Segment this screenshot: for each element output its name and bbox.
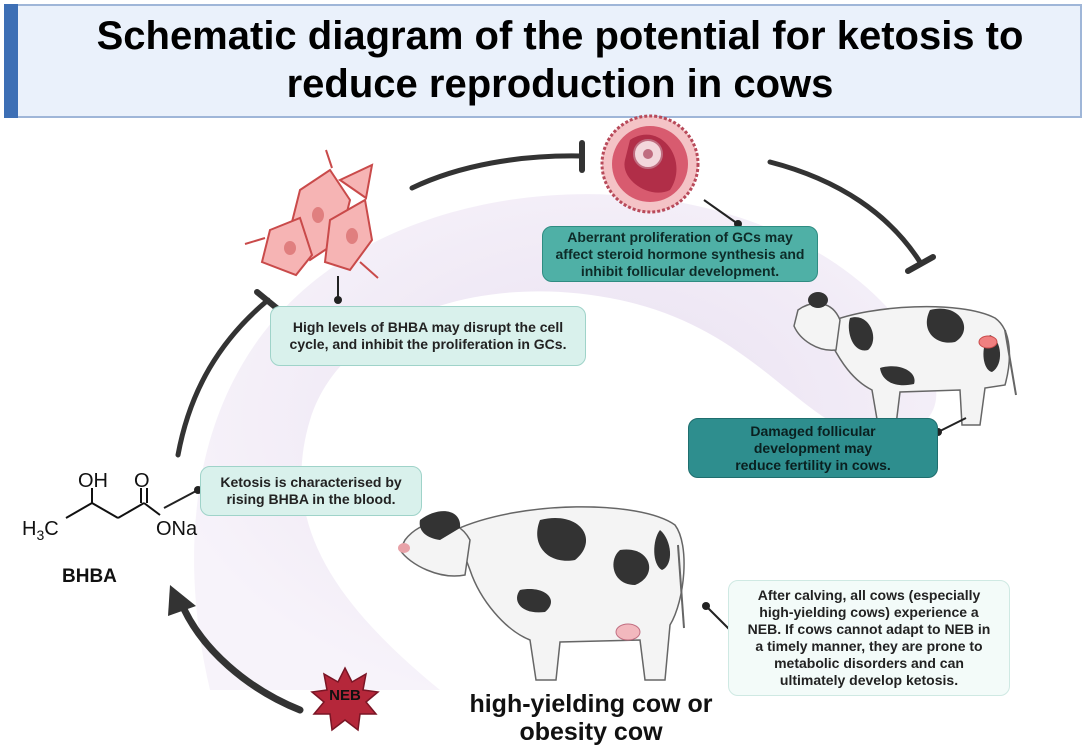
damaged-follicular-box: Damaged follicular development may reduc… [688,418,938,478]
aberrant-gc-text: Aberrant proliferation of GCs may affect… [555,228,805,279]
connector-ketosis [163,489,199,509]
bhba-h3c-c: C [44,518,59,540]
connector-follicle [703,199,739,225]
ketosis-text: Ketosis is characterised by rising BHBA … [220,474,402,507]
neb-label: NEB [329,687,361,704]
bhba-disrupt-box: High levels of BHBA may disrupt the cell… [270,306,586,366]
aberrant-gc-box: Aberrant proliferation of GCs may affect… [542,226,818,282]
bhba-h3c-sub: 3 [36,527,45,543]
title-accent-bar [4,4,18,118]
cow-caption: high-yielding cow or obesity cow [469,690,713,746]
follicle-illustration [600,114,700,214]
bhba-label: BHBA [62,566,117,587]
damaged-follicular-text: Damaged follicular development may reduc… [735,422,891,473]
main-cow-illustration [398,506,685,681]
bhba-o-label: O [134,470,150,492]
bhba-h3c-h: H [22,518,37,540]
bhba-disrupt-text: High levels of BHBA may disrupt the cell… [289,319,567,352]
after-calving-box: After calving, all cows (especially high… [728,580,1010,696]
title-line-2: reduce reproduction in cows [286,62,834,106]
connector-after-calving [705,605,731,631]
bhba-oh-label: OH [78,470,108,492]
bhba-structure [65,488,161,519]
title-banner [4,4,1082,118]
title-line-1: Schematic diagram of the potential for k… [96,14,1024,58]
arrow-neb-to-bhba [168,585,304,714]
connector-right-cow [937,417,967,433]
bhba-h3c-label: H3C [22,518,59,543]
inhibit-gc-to-follicle [409,140,585,191]
neb-star-badge [310,666,380,732]
cow-right-illustration [793,292,1017,426]
after-calving-text: After calving, all cows (especially high… [747,587,991,688]
inhibit-follicle-to-cow [767,159,936,274]
diagram-title: Schematic diagram of the potential for k… [40,12,1080,108]
connector-after-calving-dot [702,602,710,610]
ketosis-box: Ketosis is characterised by rising BHBA … [200,466,422,516]
connector-gc-dot [334,296,342,304]
granulosa-cells-illustration [244,149,379,279]
bhba-ona-label: ONa [156,518,198,540]
